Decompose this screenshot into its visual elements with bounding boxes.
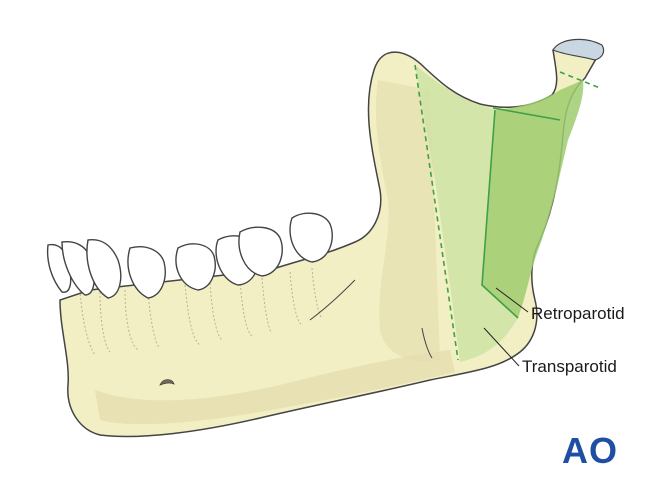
retroparotid-zone xyxy=(482,80,584,318)
ramus-line xyxy=(421,327,433,359)
retroparotid-label: Retroparotid xyxy=(531,304,625,323)
transparotid-leader xyxy=(483,327,520,367)
mental-foramen xyxy=(159,379,175,386)
retroparotid-leader xyxy=(495,287,529,313)
condyle-cap xyxy=(552,38,605,61)
tooth-molar-3 xyxy=(289,212,333,263)
condyle-dashed-line xyxy=(559,71,601,89)
canal-line xyxy=(309,279,356,321)
ramus-shading xyxy=(375,80,440,362)
upper-zone-line xyxy=(492,107,561,121)
tooth-incisor-2 xyxy=(61,241,95,296)
bone-shading xyxy=(95,350,455,425)
tooth-molar-2 xyxy=(238,226,283,277)
tooth-premolar-2 xyxy=(175,243,216,291)
transparotid-label: Transparotid xyxy=(522,357,617,376)
tooth-roots xyxy=(79,267,323,356)
zone-divider-line xyxy=(481,109,519,319)
teeth-row xyxy=(46,212,333,299)
ao-logo: AO xyxy=(562,430,618,471)
anterior-dashed-line xyxy=(414,64,459,361)
tooth-canine xyxy=(86,239,122,299)
tooth-premolar-1 xyxy=(127,246,166,299)
